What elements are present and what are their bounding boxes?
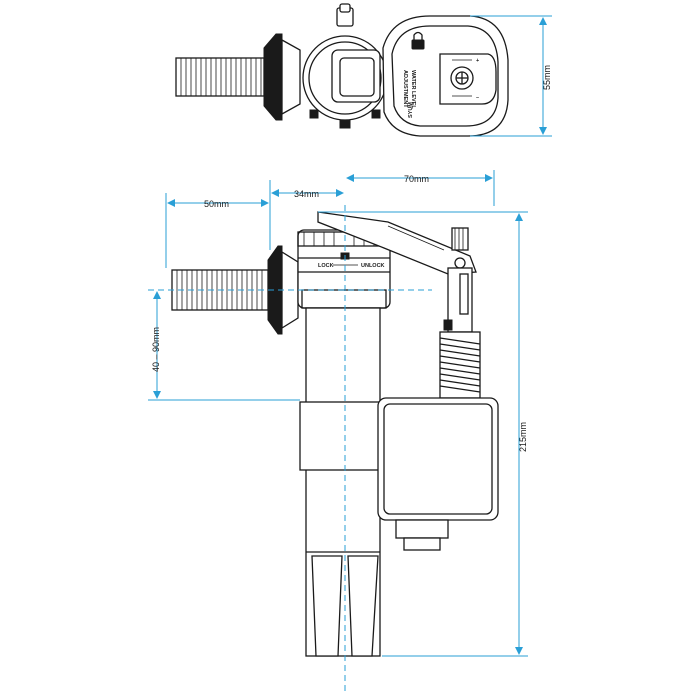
dimension-215mm: 215mm xyxy=(318,211,528,657)
float-box xyxy=(377,397,499,521)
dimension-55mm: 55mm xyxy=(470,15,552,137)
dimension-34mm: 34mm xyxy=(271,189,344,199)
adjustment-rod-cap xyxy=(451,227,469,251)
minus-label: – xyxy=(476,95,479,101)
top-seal-cone xyxy=(263,33,283,121)
dimension-55mm-label: 55mm xyxy=(542,65,552,90)
dimension-40-90mm-label: 40 – 90mm xyxy=(151,327,161,372)
lock-icon xyxy=(411,31,425,50)
lock-label: LOCK xyxy=(318,263,334,269)
dimension-70mm: 70mm xyxy=(346,170,495,206)
bottom-legs xyxy=(311,555,379,657)
side-view: LOCK UNLOCK xyxy=(171,211,499,657)
water-level-label-line1: WATER LEVEL xyxy=(410,70,416,109)
dimension-50mm: 50mm xyxy=(165,180,271,268)
top-body-window xyxy=(331,49,381,103)
plus-label: + xyxy=(476,58,479,64)
unlock-label: UNLOCK xyxy=(361,263,385,269)
top-view: + – WATER LEVEL ADJUSTMENT SYUM xyxy=(175,3,509,137)
water-level-label-line2: ADJUSTMENT xyxy=(402,70,408,108)
adjustment-arrow-icon xyxy=(452,59,472,97)
dimension-34mm-label: 34mm xyxy=(294,189,319,199)
dimension-40-90mm: 40 – 90mm xyxy=(148,291,300,401)
dimension-70mm-label: 70mm xyxy=(404,174,429,184)
top-inlet-thread xyxy=(175,57,265,97)
spring xyxy=(439,331,481,399)
brand-label: SYUM xyxy=(408,102,414,118)
dimension-215mm-label: 215mm xyxy=(518,422,528,452)
side-seal-cone xyxy=(267,245,283,335)
dimension-50mm-label: 50mm xyxy=(204,199,229,209)
